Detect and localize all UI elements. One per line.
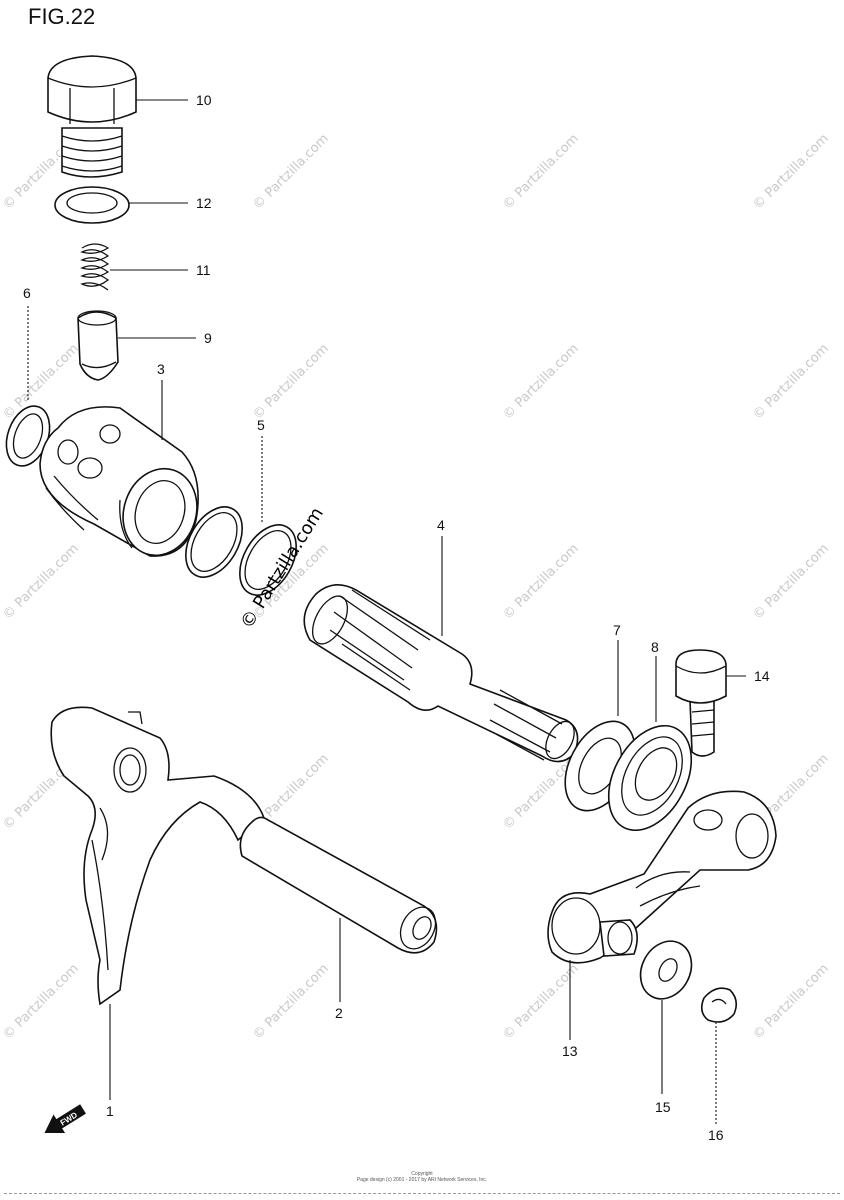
watermark-tile: © Partzilla.com (250, 131, 332, 213)
watermark-tile: © Partzilla.com (750, 961, 832, 1043)
watermark-tile: © Partzilla.com (500, 131, 582, 213)
part-15-washer (639, 940, 693, 1000)
part-number-label: 9 (204, 330, 212, 346)
figure-title: FIG.22 (28, 4, 96, 29)
part-3-shift-drum (39, 406, 199, 557)
part-number-label: 11 (196, 262, 211, 278)
watermark-tile: © Partzilla.com (250, 341, 332, 423)
part-2-fork-shaft (239, 816, 438, 954)
fwd-arrow-icon: FWD (44, 1104, 86, 1133)
part-number-label: 13 (562, 1043, 578, 1059)
part-14-bolt (675, 649, 727, 757)
watermark-tile: © Partzilla.com (750, 541, 832, 623)
watermark-tile: © Partzilla.com (500, 541, 582, 623)
footer-copyright: Copyright (411, 1171, 433, 1177)
part-number-label: 12 (196, 195, 212, 211)
part-9-plunger (77, 310, 119, 381)
watermark-tile: © Partzilla.com (0, 541, 82, 623)
part-5-snap-rings (185, 506, 297, 596)
part-10-cap-bolt (47, 55, 137, 178)
part-11-spring (80, 243, 110, 291)
part-number-label: 15 (655, 1099, 671, 1115)
part-12-washer (54, 186, 130, 224)
part-number-label: 4 (437, 517, 445, 533)
part-number-label: 8 (651, 639, 659, 655)
watermark-tile: © Partzilla.com (750, 131, 832, 213)
part-4-gearshift-shaft (303, 584, 579, 763)
watermark-tile: © Partzilla.com (750, 341, 832, 423)
part-13-shift-lever (547, 790, 777, 964)
bottom-divider (4, 1193, 840, 1194)
part-number-label: 10 (196, 92, 212, 108)
part-number-label: 14 (754, 668, 770, 684)
part-number-label: 16 (708, 1127, 724, 1143)
part-number-label: 1 (106, 1103, 114, 1119)
part-16-e-clip (700, 987, 738, 1023)
part-number-label: 5 (257, 417, 265, 433)
watermark-tile: © Partzilla.com (500, 341, 582, 423)
part-8-oil-seal (607, 724, 693, 832)
part-number-label: 6 (23, 285, 31, 301)
part-number-label: 3 (157, 361, 165, 377)
part-number-label: 7 (613, 622, 621, 638)
part-6-ring (5, 405, 51, 467)
watermark-tile: © Partzilla.com (250, 961, 332, 1043)
part-number-label: 2 (335, 1005, 343, 1021)
footer-page-design: Page design (c) 2001 - 2017 by ARI Netwo… (356, 1177, 488, 1183)
watermark-tile: © Partzilla.com (0, 961, 82, 1043)
part-1-shift-fork (50, 706, 265, 1006)
part-labels: 10 12 11 9 6 3 5 4 7 8 14 1 2 13 15 16 (23, 92, 770, 1143)
leader-lines (27, 99, 746, 1124)
